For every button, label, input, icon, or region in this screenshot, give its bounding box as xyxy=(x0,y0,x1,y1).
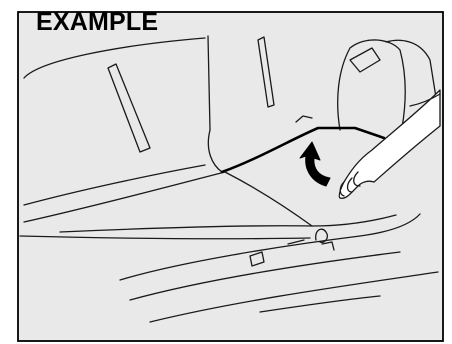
example-label: EXAMPLE xyxy=(36,8,158,37)
